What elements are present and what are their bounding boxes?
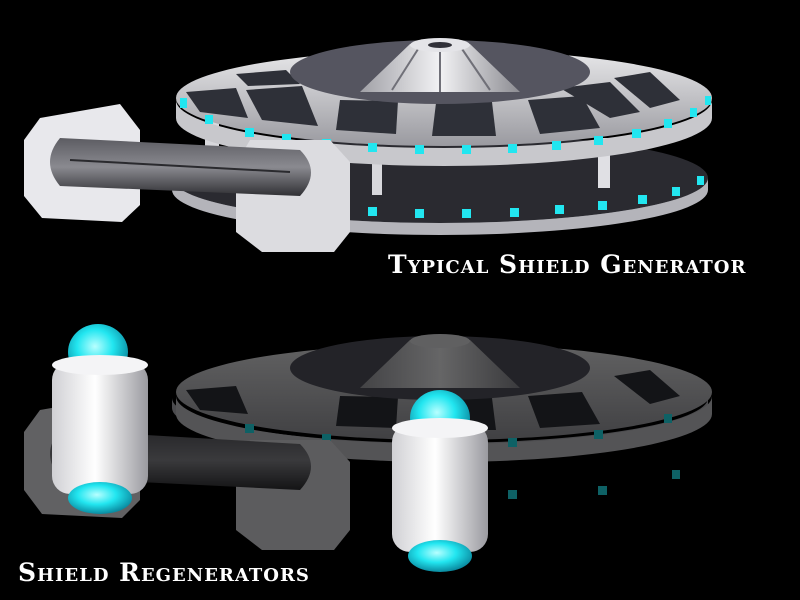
shield-generator-model	[24, 38, 712, 252]
caption-shield-regenerators: Shield Regenerators	[18, 558, 310, 587]
regenerator-right	[392, 390, 488, 572]
caption-shield-generator: Typical Shield Generator	[388, 250, 747, 279]
regenerator-left	[52, 324, 148, 514]
